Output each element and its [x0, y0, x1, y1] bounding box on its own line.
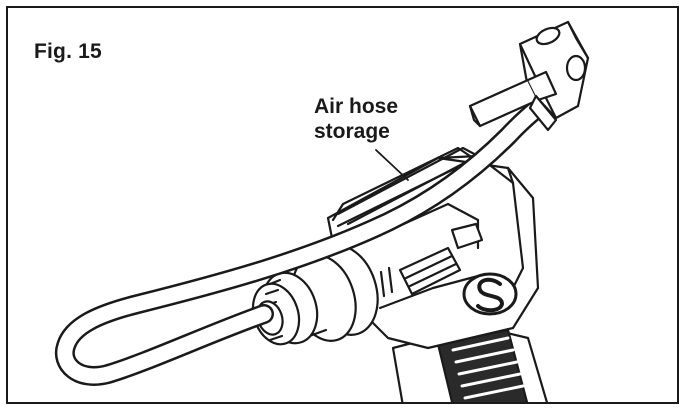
- air-hose: [54, 94, 553, 386]
- s-logo-icon: [462, 272, 518, 316]
- hose-storage-channel: [331, 146, 472, 228]
- callout-air-hose-storage: Air hose storage: [314, 94, 398, 144]
- callout-line-1: Air hose: [314, 95, 399, 118]
- compressor-illustration: [54, 20, 590, 402]
- figure-label: Fig. 15: [34, 40, 102, 63]
- air-chuck-icon: [468, 20, 590, 132]
- callout-line-2: storage: [314, 120, 390, 143]
- figure-frame: Fig. 15 Air hose storage: [6, 6, 679, 404]
- callout-leader: [375, 149, 409, 181]
- side-clip: [398, 222, 484, 296]
